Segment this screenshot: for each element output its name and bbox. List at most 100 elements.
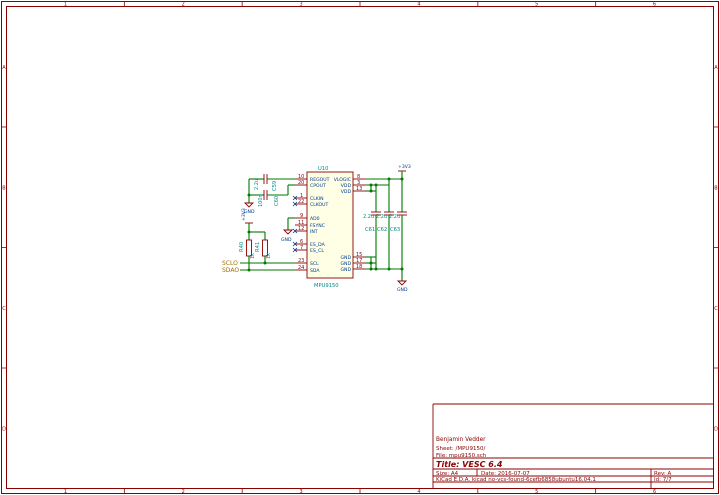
pin-name: CPOUT	[310, 183, 326, 189]
zone-label: A	[2, 65, 6, 71]
decoupling-caps-left[interactable]: 2.2u C59 100n C60 GND	[243, 174, 295, 215]
zone-label: D	[2, 426, 6, 432]
pin-num: 24	[298, 265, 304, 271]
pin-name: CLKOUT	[310, 202, 329, 208]
pullup-resistors[interactable]: +3V3 R40 1k R41 1k	[239, 208, 272, 270]
c60-value: 100n	[258, 194, 264, 207]
c62-value: 2.2u	[376, 214, 387, 220]
pin-name: GND	[340, 267, 351, 273]
zone-label: 6	[653, 489, 656, 495]
vcc-label: +3V3	[241, 208, 247, 221]
gnd-label: GND	[281, 237, 292, 243]
chip-right-pins: 8 3 13 15 17 18 VLOGIC VDD VDD GND GND G…	[334, 174, 365, 273]
pin-name: VLOGIC	[334, 177, 351, 183]
pin-num: 23	[298, 258, 304, 264]
gnd-label: GND	[397, 287, 408, 293]
author: Benjamin Vedder	[436, 437, 486, 443]
pin-num: 10	[298, 174, 304, 180]
i2c-nets: SCLO SDAO	[222, 260, 295, 274]
revision: Rev: A	[654, 471, 672, 477]
pin-name: CLKIN	[310, 196, 324, 202]
zone-label: D	[714, 426, 718, 432]
r40-value: 1k	[250, 253, 256, 259]
c60-reference: C60	[274, 196, 280, 206]
pin-num: 1	[300, 193, 303, 199]
c59-value: 2.2u	[254, 179, 260, 190]
zone-label: C	[714, 306, 718, 312]
pin-num: 9	[300, 213, 303, 219]
zone-label: 1	[64, 2, 67, 8]
c59-reference: C59	[272, 181, 278, 191]
chip-reference: U10	[318, 166, 328, 172]
zone-label: 6	[653, 2, 656, 8]
pin-num: 12	[298, 226, 304, 232]
sheet-id: Id: 7/7	[654, 477, 672, 483]
pin-name: ES_DA	[310, 242, 326, 248]
supply-network-right[interactable]: +3V3 2.2u C61 2.2u C62 2.2u C63	[363, 164, 411, 293]
vcc-label: +3V3	[398, 164, 411, 170]
pin-num: 15	[356, 252, 362, 258]
mpu9150-chip[interactable]: U10 MPU9150 10 20 1 22 9 11 12 6 7 23 24	[295, 166, 365, 289]
zone-label: 2	[182, 2, 185, 8]
zone-label: B	[714, 185, 718, 191]
paper-size: Size: A4	[436, 471, 459, 477]
scl-label[interactable]: SCLO	[222, 260, 238, 267]
zone-label: C	[2, 306, 6, 312]
sda-label[interactable]: SDAO	[222, 267, 239, 274]
pin-name: SDA	[310, 268, 320, 274]
pin-name: VDD	[341, 189, 352, 195]
r41-reference: R41	[255, 242, 261, 252]
pin-name: GND	[340, 261, 351, 267]
zone-label: 4	[417, 2, 420, 8]
chip-body	[306, 171, 354, 279]
zone-label: 3	[299, 2, 302, 8]
title-block: Benjamin Vedder Sheet: /MPU9150/ File: m…	[432, 403, 713, 488]
pin-num: 18	[356, 264, 362, 270]
r40-reference: R40	[239, 242, 245, 252]
pin-num: 20	[298, 180, 304, 186]
pin-num: 3	[357, 180, 360, 186]
pin-name: SCL	[310, 261, 319, 267]
sheet-path: Sheet: /MPU9150/	[436, 446, 485, 452]
c61-reference: C61	[365, 227, 375, 233]
file-name: File: mpu9150.sch	[436, 453, 487, 459]
pin-name: ES_CL	[310, 248, 324, 254]
pin-name: REGOUT	[310, 177, 330, 183]
pin-num: 17	[356, 258, 362, 264]
document-date: Date: 2016-07-07	[481, 471, 530, 477]
zone-label: A	[714, 65, 718, 71]
c63-value: 2.2u	[389, 214, 400, 220]
pin-num: 11	[298, 220, 304, 226]
c62-reference: C62	[377, 227, 387, 233]
zone-label: 1	[64, 489, 67, 495]
zone-label: B	[2, 185, 6, 191]
no-connect-markers	[292, 195, 298, 253]
tool-version: KiCad E.D.A. kicad no-vcs-found-6cefb685…	[436, 477, 596, 483]
inner-border	[6, 6, 714, 489]
r41-value: 1k	[266, 253, 272, 259]
pin-num: 13	[356, 186, 362, 192]
chip-left-pins: 10 20 1 22 9 11 12 6 7 23 24 REGOUT CPOU…	[295, 174, 330, 274]
zone-label: 5	[535, 2, 538, 8]
pin-num: 6	[300, 239, 303, 245]
pin-name: INT	[310, 229, 318, 235]
pin-num: 7	[300, 245, 303, 251]
document-title: Title: VESC 6.4	[436, 460, 503, 469]
pin-name: GND	[340, 255, 351, 261]
pin-num: 22	[298, 199, 304, 205]
pin-name: FSYNC	[310, 223, 325, 229]
zone-label: 2	[182, 489, 185, 495]
pin-name: AD0	[310, 216, 320, 222]
c61-value: 2.2u	[363, 214, 374, 220]
zone-label: 4	[417, 489, 420, 495]
c63-reference: C63	[390, 227, 400, 233]
pin-num: 8	[357, 174, 360, 180]
chip-value: MPU9150	[314, 283, 339, 289]
zone-label: 5	[535, 489, 538, 495]
zone-label: 3	[299, 489, 302, 495]
pin-name: VDD	[341, 183, 352, 189]
gnd-label: GND	[244, 209, 255, 215]
